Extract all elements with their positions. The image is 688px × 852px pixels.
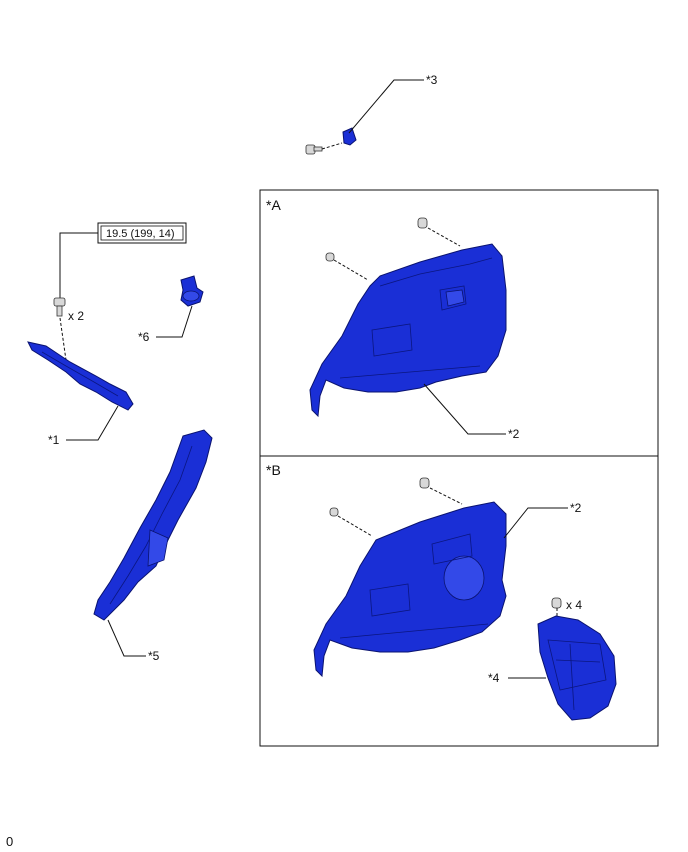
callout-1: *1 bbox=[48, 433, 60, 447]
clip-icon bbox=[551, 597, 562, 609]
part-1: *1 bbox=[27, 341, 134, 447]
part-3-assembly: *3 bbox=[305, 73, 438, 155]
clip-icon bbox=[329, 507, 339, 517]
footer-code: 0 bbox=[6, 834, 13, 849]
speaker-grille bbox=[443, 555, 485, 601]
torque-value: 19.5 (199, 14) bbox=[106, 228, 175, 240]
section-b-frame bbox=[259, 455, 659, 747]
section-b-parts: *2 x 4 *4 bbox=[313, 477, 617, 721]
part-2-panel-a bbox=[309, 243, 507, 418]
clip-icon bbox=[419, 477, 430, 489]
callout-5: *5 bbox=[148, 649, 160, 663]
callout-6: *6 bbox=[138, 330, 150, 344]
section-b-label: *B bbox=[266, 462, 281, 478]
quantity-x2: x 2 bbox=[68, 309, 84, 323]
torque-spec: 19.5 (199, 14) bbox=[59, 222, 187, 298]
part-6: *6 bbox=[138, 275, 204, 344]
callout-4: *4 bbox=[488, 671, 500, 685]
clip-icon bbox=[325, 252, 335, 262]
part-4 bbox=[537, 615, 617, 721]
section-a-parts: *2 bbox=[309, 217, 520, 441]
part-3-bracket bbox=[342, 127, 357, 146]
section-a-label: *A bbox=[266, 197, 281, 213]
part-5: *5 bbox=[93, 429, 213, 663]
clip-icon bbox=[417, 217, 428, 229]
quantity-x4: x 4 bbox=[566, 598, 582, 612]
bolt-icon bbox=[53, 297, 66, 307]
part-2-panel-b bbox=[313, 501, 507, 678]
callout-2-b: *2 bbox=[570, 501, 582, 515]
bolt-shank bbox=[313, 146, 323, 152]
callout-2-a: *2 bbox=[508, 427, 520, 441]
callout-3: *3 bbox=[426, 73, 438, 87]
bolt-x2-group: x 2 bbox=[53, 297, 84, 361]
